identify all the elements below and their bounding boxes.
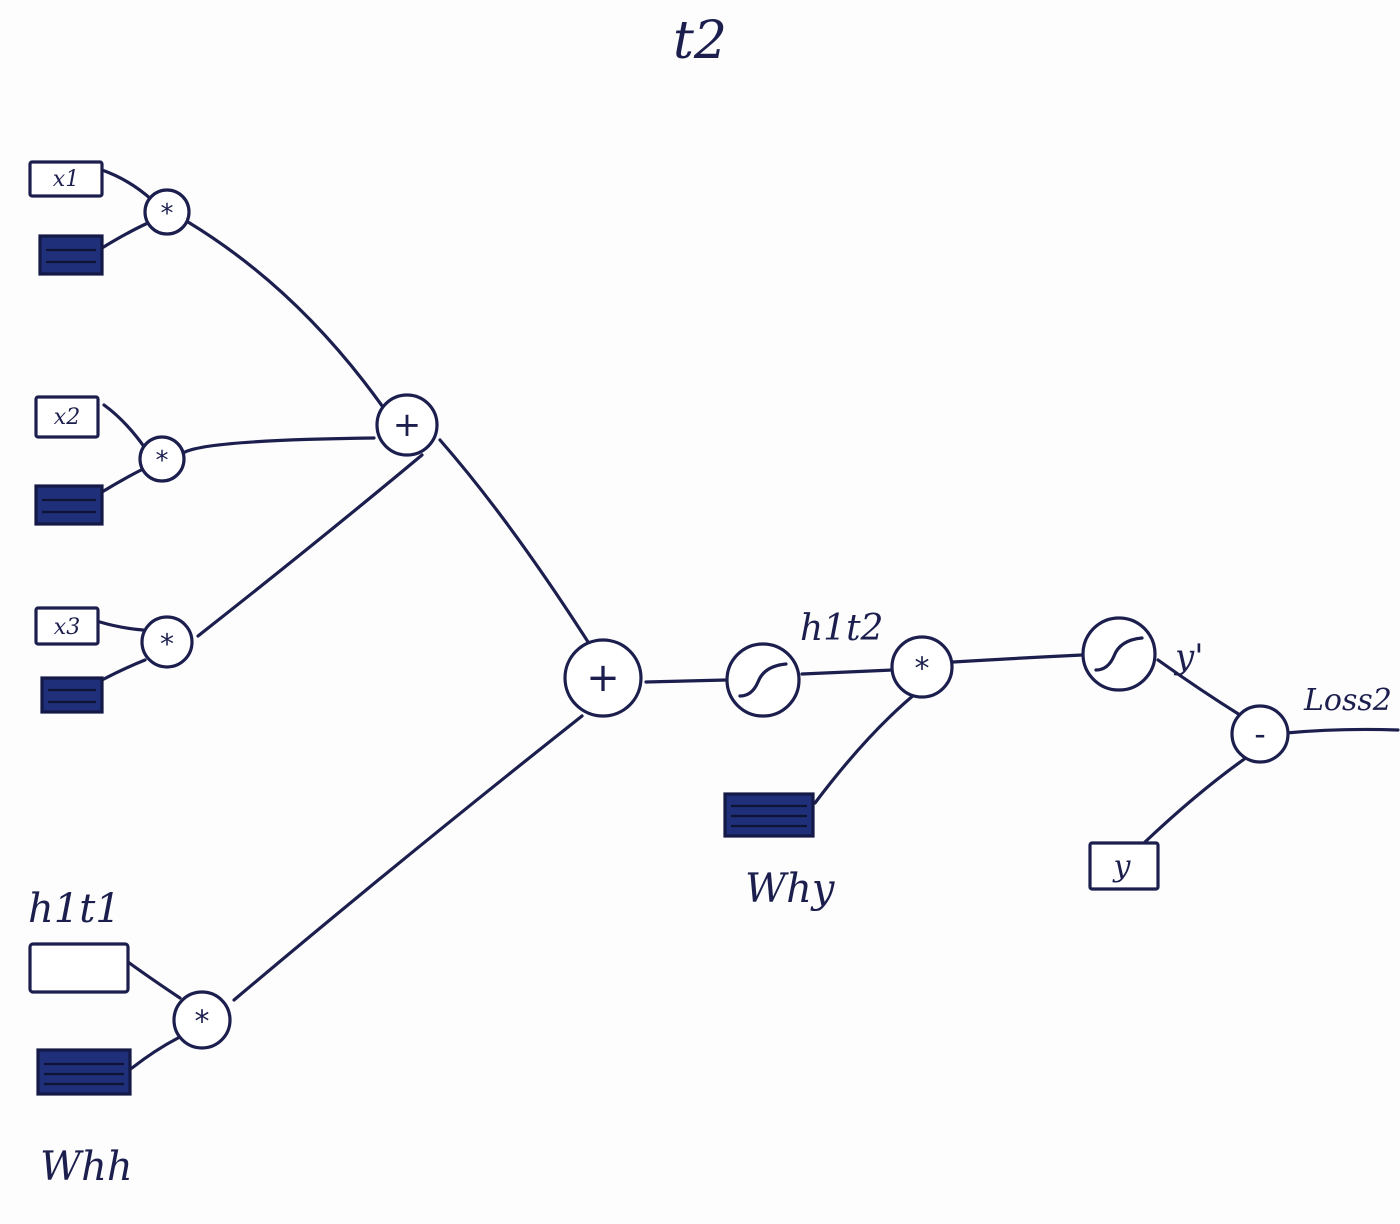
sigmoid-2-icon — [1094, 636, 1144, 672]
edge-mul3-add1 — [196, 453, 424, 638]
edge-w2-mul2 — [100, 466, 147, 494]
edge-sub-loss — [1284, 727, 1400, 735]
edge-mul4-add2 — [232, 714, 584, 1002]
edge-x1-mul1 — [100, 168, 154, 202]
edge-x3-mul3 — [98, 620, 145, 632]
input-x2-label: x2 — [54, 405, 80, 430]
why-label: Why — [745, 866, 836, 912]
target-label: y — [1112, 849, 1132, 884]
mul-node-1: * — [143, 188, 191, 236]
weight-box-2 — [34, 484, 104, 526]
mul-node-3-symbol: * — [160, 628, 174, 661]
add-node-1-symbol: + — [393, 405, 422, 445]
mul-node-4-symbol: * — [195, 1005, 210, 1040]
edge-add1-add2 — [438, 438, 592, 647]
input-x2: x2 — [34, 395, 100, 439]
input-x1: x1 — [28, 160, 104, 198]
prediction-label: y' — [1173, 637, 1204, 677]
add-node-2-symbol: + — [586, 655, 620, 701]
sub-node-symbol: - — [1254, 715, 1266, 753]
input-x3: x3 — [34, 606, 100, 646]
hidden-curr-label: h1t2 — [800, 608, 883, 649]
sigmoid-node-1 — [725, 642, 801, 718]
mul-node-2-symbol: * — [156, 446, 169, 476]
hidden-prev-label: h1t1 — [28, 886, 121, 932]
edge-h1t1-mul4 — [126, 960, 182, 1000]
edges — [98, 168, 1400, 1070]
mul-node-5: * — [890, 635, 954, 699]
edge-whh-mul4 — [130, 1036, 180, 1070]
mul-node-1-symbol: * — [161, 199, 174, 229]
target-box: y — [1088, 841, 1160, 891]
edge-sig2-sub — [1156, 658, 1242, 717]
mul-node-5-symbol: * — [915, 652, 930, 687]
edge-sig1-mul5 — [800, 668, 894, 676]
edge-mul2-add1 — [183, 436, 376, 454]
edge-add2-sig1 — [644, 678, 728, 684]
edge-y-sub — [1143, 753, 1252, 844]
add-node-2: + — [563, 638, 643, 718]
mul-node-2: * — [138, 435, 186, 483]
edge-w3-mul3 — [100, 658, 147, 682]
edge-why-mul5 — [813, 688, 922, 805]
weight-box-whh — [36, 1048, 132, 1096]
input-x1-label: x1 — [53, 167, 79, 192]
mul-node-4: * — [172, 990, 232, 1050]
whh-label: Whh — [40, 1144, 133, 1190]
edge-x2-mul2 — [102, 403, 147, 450]
edge-w1-mul1 — [100, 220, 152, 250]
add-node-1: + — [375, 393, 439, 457]
loss-label: Loss2 — [1303, 683, 1392, 718]
hidden-prev-box — [28, 942, 130, 994]
input-x3-label: x3 — [54, 615, 80, 640]
sub-node: - — [1230, 704, 1290, 764]
weight-box-why — [723, 792, 815, 838]
sigmoid-1-icon — [738, 662, 788, 698]
edge-mul5-sig2 — [951, 653, 1084, 664]
weight-box-3 — [40, 676, 104, 714]
mul-node-3: * — [140, 615, 194, 669]
edge-mul1-add1 — [186, 220, 387, 412]
title-label: t2 — [673, 11, 727, 71]
sigmoid-node-2 — [1081, 616, 1157, 692]
weight-box-1 — [38, 234, 104, 276]
